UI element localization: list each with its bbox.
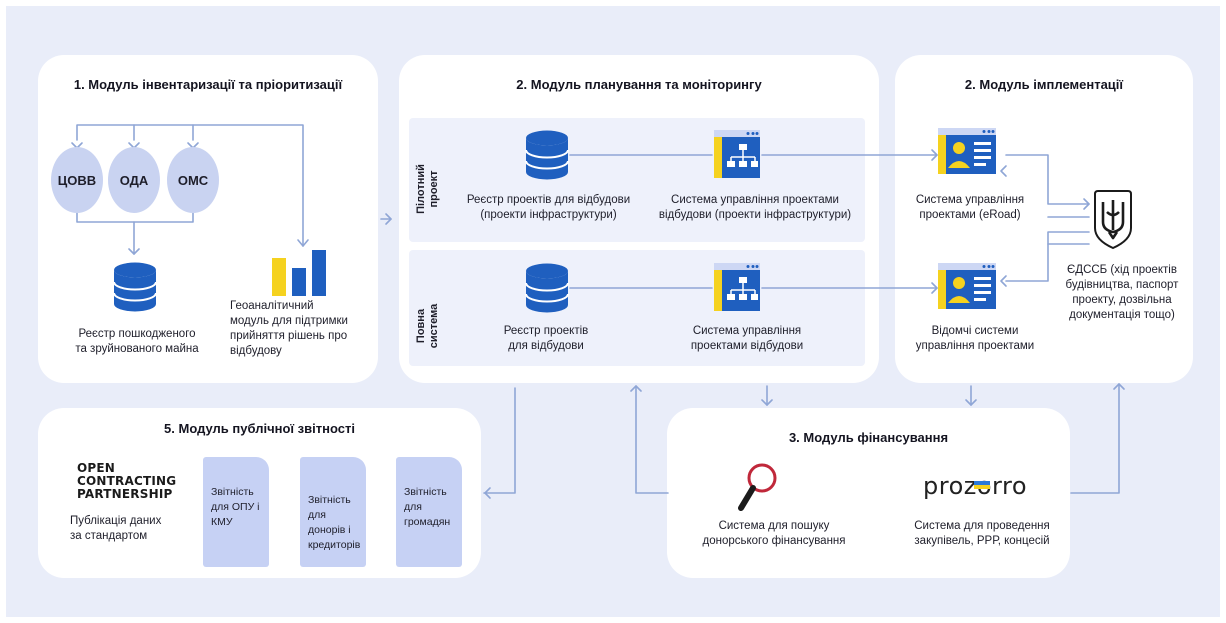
full-project-registry-label: Реєстр проектів для відбудови (503, 325, 589, 352)
full-system-label: Повна система (415, 303, 440, 349)
source-circle-covv: ЦОВВ (51, 147, 103, 213)
database-icon (525, 263, 569, 313)
damaged-property-registry-label: Реєстр пошкодженого та зруйнованого майн… (75, 328, 199, 355)
financing-module-card (667, 408, 1070, 578)
inventory-module-card (38, 55, 378, 383)
full-system-band (409, 250, 865, 366)
database-icon (113, 262, 157, 312)
prozorro-flag-mark (974, 481, 990, 489)
eroad-system-label: Система управління проектами (eRoad) (915, 194, 1025, 221)
report-for-opu-kmu: Звітність для ОПУ і КМУ (211, 486, 260, 528)
bar-chart-icon (272, 250, 326, 296)
pilot-project-registry-label: Реєстр проектів для відбудови (проекти і… (466, 194, 631, 221)
implementation-module-title: 2. Модуль імплементації (964, 77, 1124, 92)
document-icon: Звітність для донорів і кредиторів (300, 457, 366, 567)
inventory-module-title: 1. Модуль інвентаризації та пріоритизаці… (73, 77, 343, 92)
source-circle-oms: ОМС (167, 147, 219, 213)
pilot-project-label: Пілотний проект (415, 164, 440, 214)
open-contracting-partnership-logo: OPEN CONTRACTING PARTNERSHIP (77, 461, 177, 501)
source-circle-oda: ОДА (108, 147, 160, 213)
document-icon: Звітність для громадян (396, 457, 462, 567)
profile-window-icon (938, 128, 996, 174)
pilot-project-management-system-label: Система управління проектами відбудови (… (658, 194, 852, 221)
implementation-module-card (895, 55, 1193, 383)
pilot-project-band (409, 118, 865, 242)
hierarchy-window-icon (714, 130, 760, 178)
financing-module-title: 3. Модуль фінансування (788, 430, 949, 445)
ocp-caption: Публікація даних за стандартом (70, 515, 162, 542)
database-icon (525, 130, 569, 180)
magnifier-icon (738, 463, 777, 511)
planning-module-title: 2. Модуль планування та моніторингу (516, 77, 762, 92)
prozorro-caption: Система для проведення закупівель, РРР, … (914, 520, 1050, 547)
trident-emblem-icon (1094, 190, 1132, 250)
hierarchy-window-icon (714, 263, 760, 311)
agency-systems-label: Відомчі системи управління проектами (915, 325, 1035, 352)
document-icon: Звітність для ОПУ і КМУ (203, 457, 269, 567)
report-for-donors: Звітність для донорів і кредиторів (308, 494, 361, 551)
donor-search-label: Система для пошуку донорського фінансува… (702, 520, 846, 547)
geoanalytics-module-label: Геоаналітичний модуль для підтримки прий… (230, 300, 348, 357)
report-for-citizens: Звітність для громадян (404, 486, 451, 528)
profile-window-icon (938, 263, 996, 309)
full-project-management-system-label: Система управління проектами відбудови (690, 325, 804, 352)
reporting-module-title: 5. Модуль публічної звітності (164, 421, 355, 436)
edssb-label: ЄДССБ (хід проектів будівництва, паспорт… (1065, 264, 1179, 321)
